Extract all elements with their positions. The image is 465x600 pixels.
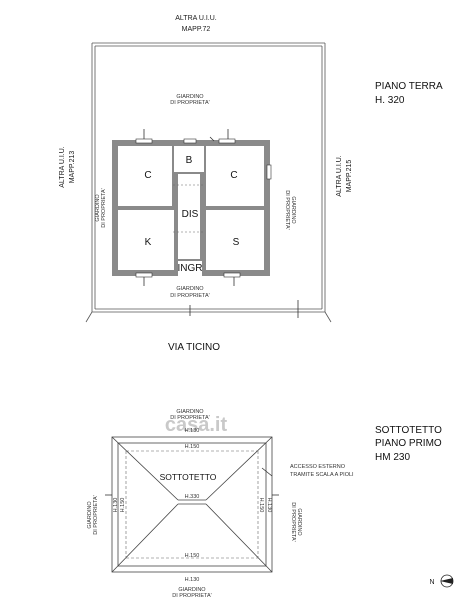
room-c-left [118,146,172,206]
garden-left-owner: DI PROPRIETA' [101,188,107,227]
neighbor-right-mapp: MAPP.215 [346,160,353,193]
room-label-c-left: C [144,170,151,181]
neighbor-left-label: ALTRA U.I.U. [59,146,66,188]
room-label-s: S [233,237,240,248]
attic-title-line2: PIANO PRIMO [375,438,442,449]
room-label-dis: DIS [182,209,199,220]
garden-right-label: GIARDINO [290,196,296,224]
attic-room-label: SOTTOTETTO [160,472,217,482]
attic-h150-right: H.150 [258,498,264,513]
attic-dashed-lines [125,450,259,559]
attic-h130-top: H.130 [185,428,200,434]
garden-top-label: GIARDINO [176,94,204,100]
attic-center-height: H.330 [185,494,200,500]
north-label: N [429,579,434,586]
attic-outline [111,436,273,573]
room-label-c-right: C [230,170,237,181]
attic-garden-left-owner: DI PROPRIETA' [93,495,99,534]
attic-ticks [105,467,279,496]
attic-h130-bottom: H.130 [185,577,200,583]
north-arrow-icon [440,574,454,588]
attic-garden-left-label: GIARDINO [87,501,93,529]
attic-h150-left: H.150 [120,498,126,513]
garden-left-label: GIARDINO [95,194,101,222]
room-entrance [178,261,202,276]
gate-marks [189,300,299,318]
room-kitchen [118,210,174,270]
room-bathroom [174,146,204,172]
attic-height: HM 230 [375,452,410,463]
garden-bottom-owner: DI PROPRIETA' [170,293,209,299]
attic-h130-left: H.130 [113,498,119,513]
garden-bottom-label: GIARDINO [176,286,204,292]
ground-floor-height: H. 320 [375,95,405,106]
attic-garden-top-owner: DI PROPRIETA' [170,415,209,421]
room-hallway [178,174,200,259]
neighbor-left-mapp: MAPP.213 [69,151,76,184]
attic-h150-top: H.150 [185,444,200,450]
neighbor-top-mapp: MAPP.72 [182,26,211,33]
room-label-ingr: INGR [178,263,203,274]
neighbor-top-label: ALTRA U.I.U. [175,15,217,22]
room-c-right [206,146,264,206]
neighbor-right-label: ALTRA U.I.U. [336,155,343,197]
attic-garden-right-owner: DI PROPRIETA' [290,502,296,541]
room-living [206,210,264,270]
street-name: VIA TICINO [168,342,220,353]
room-label-k: K [145,237,152,248]
attic-title-line1: SOTTOTETTO [375,425,442,436]
building-walls [112,140,270,276]
room-label-b: B [186,155,193,166]
ground-floor-title: PIANO TERRA [375,81,443,92]
attic-garden-bottom-label: GIARDINO [178,587,206,593]
windows [135,138,272,278]
lot-boundary [85,42,332,323]
attic-garden-right-label: GIARDINO [296,508,302,536]
garden-top-owner: DI PROPRIETA' [170,100,209,106]
attic-access-line1: ACCESSO ESTERNO [290,464,346,470]
attic-h130-right: H.130 [266,498,272,513]
garden-right-owner: DI PROPRIETA' [284,190,290,229]
attic-access-line2: TRAMITE SCALA A PIOLI [290,472,354,478]
attic-garden-top-label: GIARDINO [176,409,204,415]
section-ticks [143,129,235,286]
watermark: casa.it [165,414,228,436]
attic-h150-bottom: H.150 [185,553,200,559]
attic-garden-bottom-owner: DI PROPRIETA' [172,593,211,599]
